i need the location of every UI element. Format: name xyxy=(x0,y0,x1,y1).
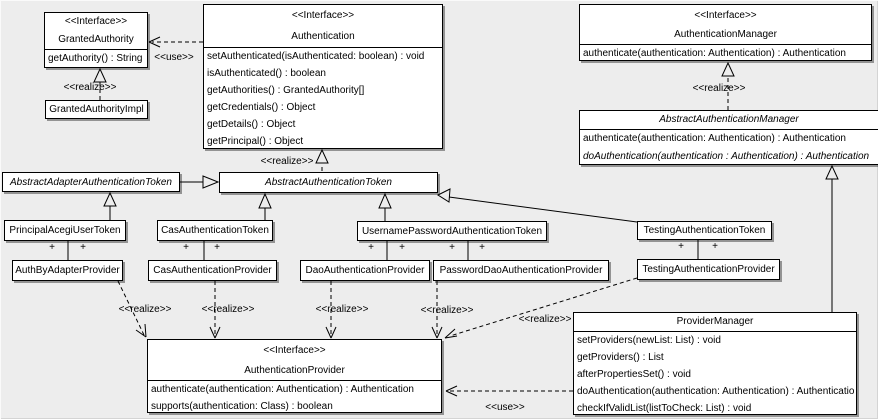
method-row: checkIfValidList(listToCheck: List) : vo… xyxy=(577,403,752,414)
use-dependency-authentication-grantedauthority xyxy=(148,36,203,48)
class-testing-authentication-token[interactable]: TestingAuthenticationToken xyxy=(637,221,772,240)
class-name: AbstractAuthenticationManager xyxy=(659,114,799,125)
method-row: afterPropertiesSet() : void xyxy=(577,369,691,380)
method-row: isAuthenticated() : boolean xyxy=(207,68,326,79)
class-abstract-adapter-authentication-token[interactable]: AbstractAdapterAuthenticationToken xyxy=(2,172,180,192)
use-label: <<use>> xyxy=(154,52,194,63)
class-name: UsernamePasswordAuthenticationToken xyxy=(361,225,543,237)
class-name: DaoAuthenticationProvider xyxy=(305,265,425,276)
association-end-label: + xyxy=(80,242,86,253)
method-row: supports(authentication: Class) : boolea… xyxy=(151,401,333,412)
use-label: <<use>> xyxy=(485,402,525,413)
method-row: getAuthority() : String xyxy=(48,53,143,64)
method-row: authenticate(authentication: Authenticat… xyxy=(151,384,414,395)
generalization-providermanager-abstractmanager xyxy=(825,164,839,312)
realize-label: <<realize>> xyxy=(118,304,172,315)
class-name: GrantedAuthorityImpl xyxy=(49,104,144,115)
generalization-adaptertoken-abstracttoken xyxy=(180,175,220,189)
realize-label: <<realize>> xyxy=(518,314,572,325)
class-abstract-authentication-manager[interactable]: AbstractAuthenticationManager authentica… xyxy=(579,110,878,165)
class-name: CasAuthenticationToken xyxy=(161,225,269,236)
stereotype-label: <<Interface>> xyxy=(263,345,326,356)
realize-label: <<realize>> xyxy=(315,304,369,315)
class-authentication[interactable]: <<Interface>> Authentication setAuthenti… xyxy=(203,4,443,149)
class-name: AuthenticationManager xyxy=(674,29,777,40)
association-end-label: + xyxy=(712,241,718,252)
class-cas-authentication-provider[interactable]: CasAuthenticationProvider xyxy=(148,260,277,281)
stereotype-label: <<Interface>> xyxy=(64,16,128,27)
method-row: doAuthentication(authentication : Authen… xyxy=(583,151,870,162)
generalization-principaltoken-adaptertoken xyxy=(103,191,117,220)
association-end-label: + xyxy=(368,242,374,253)
class-username-password-authentication-token[interactable]: UsernamePasswordAuthenticationToken xyxy=(357,221,547,241)
class-authentication-provider[interactable]: <<Interface>> AuthenticationProvider aut… xyxy=(147,339,442,413)
class-name: TestingAuthenticationProvider xyxy=(642,264,775,275)
method-row: setProviders(newList: List) : void xyxy=(577,335,721,346)
class-name: PrincipalAcegiUserToken xyxy=(9,225,121,236)
method-row: setAuthenticated(isAuthenticated: boolea… xyxy=(207,51,425,62)
class-cas-authentication-token[interactable]: CasAuthenticationToken xyxy=(157,220,273,241)
method-row: getProviders() : List xyxy=(577,352,664,363)
class-name: AuthenticationProvider xyxy=(244,365,345,376)
association-end-label: + xyxy=(449,242,455,253)
class-name: AuthByAdapterProvider xyxy=(15,265,120,276)
realize-label: <<realize>> xyxy=(260,156,314,167)
class-authentication-manager[interactable]: <<Interface>> AuthenticationManager auth… xyxy=(579,4,872,61)
class-dao-authentication-provider[interactable]: DaoAuthenticationProvider xyxy=(300,260,430,281)
class-testing-authentication-provider[interactable]: TestingAuthenticationProvider xyxy=(637,259,780,280)
class-name: TestingAuthenticationToken xyxy=(643,225,766,236)
generalization-usernametoken-abstracttoken xyxy=(378,192,392,221)
stereotype-label: <<Interface>> xyxy=(694,10,757,21)
class-name: PasswordDaoAuthenticationProvider xyxy=(439,265,603,276)
generalization-castoken-abstracttoken xyxy=(258,192,272,220)
class-auth-by-adapter-provider[interactable]: AuthByAdapterProvider xyxy=(12,260,123,281)
realize-abstracttoken-authentication xyxy=(315,148,329,171)
class-name: GrantedAuthority xyxy=(58,34,134,45)
class-name: AbstractAuthenticationToken xyxy=(265,177,392,188)
class-abstract-authentication-token[interactable]: AbstractAuthenticationToken xyxy=(219,172,438,193)
stereotype-label: <<Interface>> xyxy=(291,10,355,21)
class-granted-authority[interactable]: <<Interface>> GrantedAuthority getAuthor… xyxy=(44,12,148,68)
class-granted-authority-impl[interactable]: GrantedAuthorityImpl xyxy=(45,100,148,119)
realize-label: <<realize>> xyxy=(420,305,474,316)
method-row: authenticate(authentication: Authenticat… xyxy=(583,133,846,144)
method-row: authenticate(authentication: Authenticat… xyxy=(583,48,846,59)
association-end-label: + xyxy=(183,242,189,253)
method-row: doAuthentication(authentication: Authent… xyxy=(577,386,855,397)
association-end-label: + xyxy=(678,241,684,252)
class-name: CasAuthenticationProvider xyxy=(153,265,272,276)
class-name: Authentication xyxy=(291,31,355,42)
association-end-label: + xyxy=(399,242,405,253)
use-dependency-providermanager-authenticationprovider xyxy=(445,385,573,397)
class-name: AbstractAdapterAuthenticationToken xyxy=(10,176,172,188)
class-password-dao-authentication-provider[interactable]: PasswordDaoAuthenticationProvider xyxy=(433,260,609,281)
association-end-label: + xyxy=(49,242,55,253)
method-row: getPrincipal() : Object xyxy=(207,136,304,147)
method-row: getCredentials() : Object xyxy=(207,102,316,113)
realize-label: <<realize>> xyxy=(692,83,746,94)
association-end-label: + xyxy=(214,242,220,253)
class-name: ProviderManager xyxy=(676,316,754,327)
generalization-testingtoken-abstracttoken xyxy=(436,188,638,223)
class-principal-acegi-user-token[interactable]: PrincipalAcegiUserToken xyxy=(4,220,126,241)
class-provider-manager[interactable]: ProviderManager setProviders(newList: Li… xyxy=(573,312,857,415)
method-row: getAuthorities() : GrantedAuthority[] xyxy=(207,85,365,96)
realize-label: <<realize>> xyxy=(63,82,117,93)
association-end-label: + xyxy=(479,242,485,253)
method-row: getDetails() : Object xyxy=(207,119,296,130)
realize-label: <<realize>> xyxy=(201,304,255,315)
